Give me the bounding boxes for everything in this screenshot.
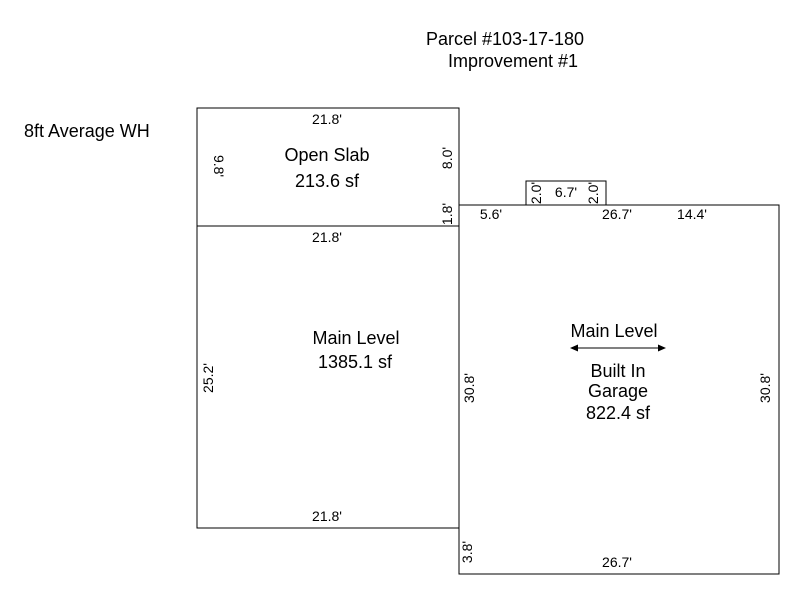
dim-bump-top: 6.7' — [555, 184, 577, 200]
left-block-outline — [196, 107, 460, 529]
arrow-head-right — [658, 344, 666, 352]
improvement-label: Improvement #1 — [448, 51, 578, 71]
dim-slab-right-step: 1.8' — [439, 203, 455, 225]
dim-bump-right: 2.0' — [585, 182, 601, 204]
arrow-head-left — [570, 344, 578, 352]
dim-garage-top-mid: 26.7' — [602, 206, 632, 222]
dim-slab-right: 8.0' — [439, 147, 455, 169]
dim-garage-top-left: 5.6' — [480, 206, 502, 222]
dim-main-top: 21.8' — [312, 229, 342, 245]
dim-main-bottom-step: 3.8' — [459, 541, 475, 563]
parcel-number: Parcel #103-17-180 — [426, 29, 584, 49]
garage-name-line2: Garage — [588, 381, 648, 401]
main-level-label: Main Level — [312, 328, 399, 348]
garage-outline — [458, 204, 780, 575]
floor-plan-walls — [196, 107, 780, 575]
dim-main-right: 30.8' — [461, 373, 477, 403]
garage-level-label: Main Level — [570, 321, 657, 341]
dim-slab-top: 21.8' — [312, 111, 342, 127]
dim-garage-top-right: 14.4' — [677, 206, 707, 222]
wall-height-note: 8ft Average WH — [24, 121, 150, 141]
main-level-area: 1385.1 sf — [318, 352, 393, 372]
garage-name-line1: Built In — [590, 361, 645, 381]
dim-bump-left: 2.0' — [528, 182, 544, 204]
open-slab-label: Open Slab — [284, 145, 369, 165]
dim-garage-right: 30.8' — [757, 373, 773, 403]
dim-garage-bottom: 26.7' — [602, 554, 632, 570]
dim-slab-left: 9.8' — [211, 155, 227, 177]
garage-bumpout-outline — [525, 180, 607, 205]
dim-main-bottom: 21.8' — [312, 508, 342, 524]
open-slab-area: 213.6 sf — [295, 171, 360, 191]
garage-area: 822.4 sf — [586, 403, 651, 423]
dim-main-left: 25.2' — [200, 363, 216, 393]
